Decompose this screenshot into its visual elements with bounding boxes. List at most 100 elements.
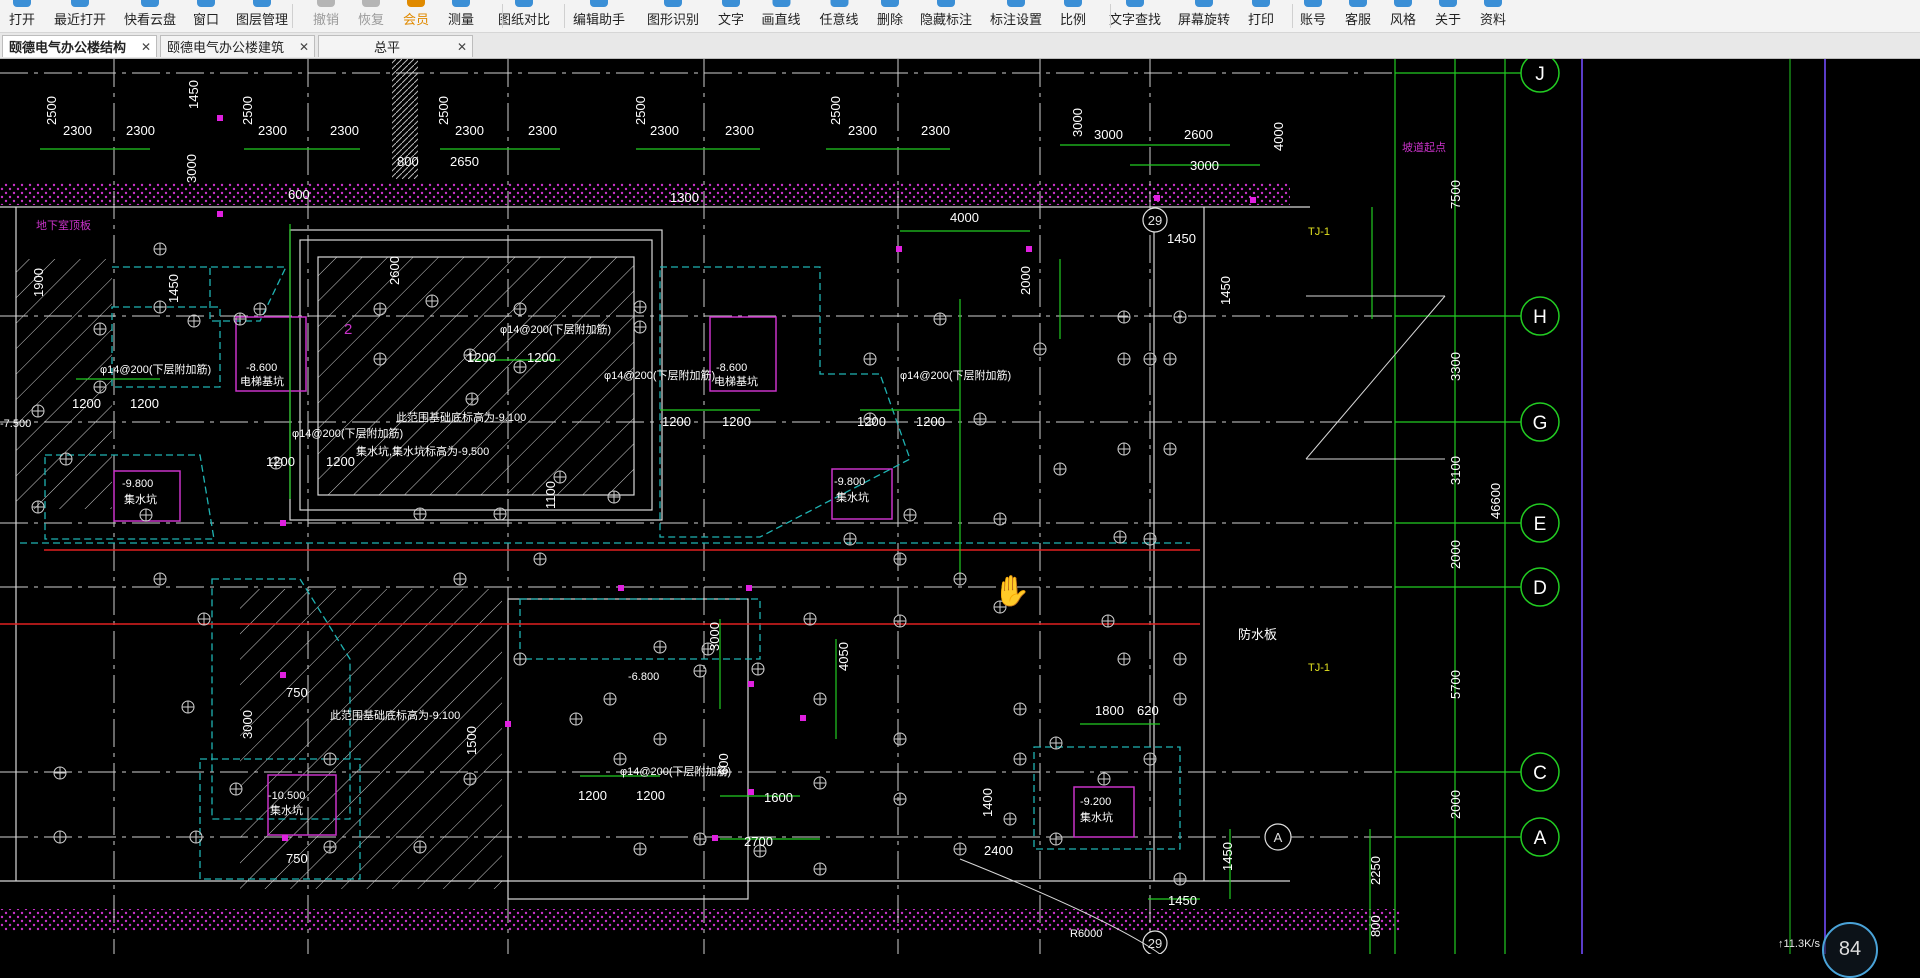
- compare-icon: [514, 0, 533, 7]
- zoom-gauge[interactable]: 84: [1822, 922, 1878, 978]
- toolbar-button-support[interactable]: 客服: [1345, 0, 1371, 32]
- toolbar-button-measure[interactable]: 测量: [448, 0, 474, 32]
- wall-band-top: [0, 183, 1290, 205]
- pile-marker-cross: [514, 653, 526, 665]
- wall-band-bottom: [0, 909, 1400, 931]
- toolbar-button-undo[interactable]: 撤销: [313, 0, 339, 32]
- pile-marker-cross: [140, 509, 152, 521]
- toolbar-button-scale[interactable]: 比例: [1060, 0, 1086, 32]
- pile-marker-cross: [514, 361, 526, 373]
- pile-marker-cross: [534, 553, 546, 565]
- toolbar-button-edit[interactable]: 编辑助手: [573, 0, 625, 32]
- toolbar-button-text[interactable]: 文字: [718, 0, 744, 32]
- cad-drawing-canvas[interactable]: 29 29 A 2300 2300 2300 2300 2300 2300 23…: [0, 59, 1920, 954]
- toolbar-button-print[interactable]: 打印: [1248, 0, 1274, 32]
- pile-marker-cross: [234, 313, 246, 325]
- pile-marker-cross: [634, 843, 646, 855]
- close-icon[interactable]: ✕: [140, 39, 152, 54]
- dim-1200: 1200: [266, 454, 295, 469]
- marker-labels: 29 29 A: [1148, 213, 1283, 951]
- delete-icon: [880, 0, 899, 7]
- magenta-points: [217, 115, 1256, 841]
- pile-marker-cross: [414, 508, 426, 520]
- annotation-notes: φ14@200(下层附加筋) φ14@200(下层附加筋) φ14@200(下层…: [36, 140, 1446, 940]
- toolbar-button-vip[interactable]: 会员: [403, 0, 429, 32]
- dim-1200: 1200: [72, 396, 101, 411]
- toolbar-button-style[interactable]: 风格: [1390, 0, 1416, 32]
- toolbar-button-find-text[interactable]: 文字查找: [1109, 0, 1161, 32]
- support-icon: [1348, 0, 1367, 7]
- tab-label: 颐德电气办公楼结构: [9, 40, 127, 55]
- pile-marker-cross: [634, 321, 646, 333]
- grid-bubble: [1520, 402, 1560, 442]
- toolbar-button-recent[interactable]: 最近打开: [54, 0, 106, 32]
- pile-marker-cross: [1014, 753, 1026, 765]
- toolbar-button-polyline[interactable]: 任意线: [819, 0, 859, 32]
- marker-29-top: 29: [1148, 213, 1162, 228]
- toolbar-button-about[interactable]: 关于: [1435, 0, 1461, 32]
- rebar-note: φ14@200(下层附加筋): [500, 322, 611, 336]
- dim-1100: 1100: [543, 481, 558, 509]
- pile-marker-cross: [994, 513, 1006, 525]
- toolbar-button-line[interactable]: 画直线: [761, 0, 801, 32]
- detail-marker-a: [1264, 823, 1292, 851]
- tab-site-plan[interactable]: 总平 ✕: [318, 35, 473, 57]
- toolbar-button-hide[interactable]: 隐藏标注: [920, 0, 972, 32]
- toolbar-separator: [564, 4, 565, 28]
- pile-marker-cross: [1050, 833, 1062, 845]
- dim-600: 600: [716, 753, 731, 775]
- grid-label-d: D: [1533, 578, 1547, 599]
- toolbar-button-account[interactable]: 账号: [1300, 0, 1326, 32]
- dim-1900: 1900: [31, 268, 46, 297]
- close-icon[interactable]: ✕: [298, 39, 310, 54]
- tab-label: 颐德电气办公楼建筑: [167, 40, 285, 55]
- dim-1450: 1450: [186, 80, 201, 109]
- pile-marker-cross: [608, 491, 620, 503]
- pile-marker-cross: [1174, 311, 1186, 323]
- dim-2300: 2300: [921, 123, 950, 138]
- ramp-start-label: 坡道起点: [1402, 140, 1446, 154]
- toolbar-button-recognize[interactable]: 图形识别: [647, 0, 699, 32]
- toolbar-separator: [502, 4, 503, 28]
- pile-marker-cross: [1174, 693, 1186, 705]
- toolbar-button-rotate[interactable]: 屏幕旋转: [1178, 0, 1230, 32]
- pile-marker-cross: [634, 301, 646, 313]
- toolbar-button-compare[interactable]: 图纸对比: [498, 0, 550, 32]
- section-2-label: 2: [344, 321, 352, 338]
- toolbar-button-delete[interactable]: 删除: [877, 0, 903, 32]
- ramp-lines: [959, 295, 1446, 954]
- toolbar-button-redo[interactable]: 恢复: [358, 0, 384, 32]
- toolbar-label: 画直线: [761, 12, 801, 27]
- undo-icon: [316, 0, 335, 7]
- dim-1200: 1200: [636, 788, 665, 803]
- pile-marker-cross: [54, 767, 66, 779]
- toolbar-button-settings[interactable]: 标注设置: [990, 0, 1042, 32]
- toolbar-button-layers[interactable]: 图层管理: [236, 0, 288, 32]
- dim-1450: 1450: [166, 274, 181, 303]
- tab-architecture-drawing[interactable]: 颐德电气办公楼建筑 ✕: [160, 35, 315, 57]
- open-icon: [12, 0, 31, 7]
- elevator-pit-label: 电梯基坑: [240, 374, 284, 388]
- toolbar-button-open[interactable]: 打开: [9, 0, 35, 32]
- toolbar-button-window[interactable]: 窗口: [193, 0, 219, 32]
- pile-marker-cross: [454, 573, 466, 585]
- pile-marker-cross: [1014, 703, 1026, 715]
- toolbar-label: 窗口: [192, 12, 220, 27]
- toolbar-label: 快看云盘: [123, 12, 177, 27]
- dim-800: 800: [397, 154, 419, 169]
- toolbar-button-docs[interactable]: 资料: [1480, 0, 1506, 32]
- toolbar-button-cloud[interactable]: 快看云盘: [124, 0, 176, 32]
- rebar-note: φ14@200(下层附加筋): [604, 368, 715, 382]
- marker-29-bottom: 29: [1148, 936, 1162, 951]
- tab-structure-drawing[interactable]: 颐德电气办公楼结构 ✕: [2, 35, 157, 57]
- pile-marker-cross: [464, 773, 476, 785]
- toolbar-label: 最近打开: [53, 12, 107, 27]
- pile-marker-cross: [154, 573, 166, 585]
- pile-marker-cross: [694, 665, 706, 677]
- close-icon[interactable]: ✕: [456, 39, 468, 54]
- layers-icon: [252, 0, 271, 7]
- pile-marker-cross: [1118, 311, 1130, 323]
- section-marker-29-top: [1142, 207, 1168, 233]
- text-icon: [721, 0, 740, 7]
- cad-drawing: 29 29 A 2300 2300 2300 2300 2300 2300 23…: [0, 59, 1826, 954]
